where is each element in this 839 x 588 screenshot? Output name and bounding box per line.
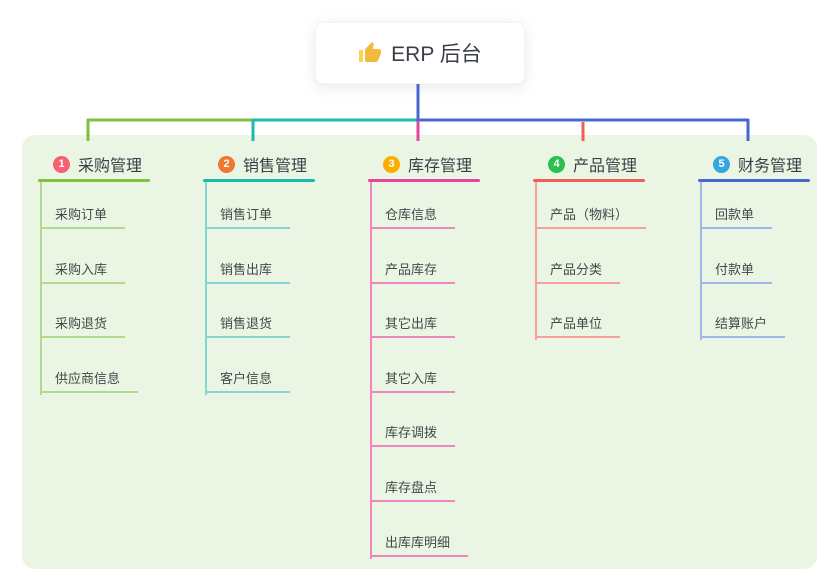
branch-underline bbox=[203, 179, 315, 182]
branch-child-connector bbox=[205, 182, 207, 395]
child-topic[interactable]: 其它出库 bbox=[370, 312, 456, 339]
branch-label: 销售管理 bbox=[243, 158, 308, 175]
child-topic[interactable]: 回款单 bbox=[700, 203, 773, 229]
child-topic[interactable]: 其它入库 bbox=[370, 367, 456, 393]
branch-number-badge: 1 bbox=[53, 155, 70, 173]
branch-child-connector bbox=[700, 182, 702, 341]
root-title: ERP 后台 bbox=[391, 43, 482, 66]
child-topic[interactable]: 采购订单 bbox=[40, 203, 126, 229]
branch-number-badge: 4 bbox=[548, 155, 565, 173]
branch-topic[interactable]: 2 销售管理 bbox=[218, 152, 307, 176]
branch-number-badge: 5 bbox=[713, 155, 730, 173]
child-topic[interactable]: 销售出库 bbox=[205, 258, 291, 284]
child-topic[interactable]: 销售订单 bbox=[205, 203, 291, 229]
child-topic[interactable]: 结算账户 bbox=[700, 312, 786, 339]
child-topic[interactable]: 库存盘点 bbox=[370, 476, 456, 502]
branch-panel bbox=[22, 135, 817, 569]
branch-child-connector bbox=[370, 182, 372, 559]
child-topic[interactable]: 采购入库 bbox=[40, 258, 126, 284]
child-topic[interactable]: 产品单位 bbox=[535, 312, 621, 339]
child-topic[interactable]: 产品分类 bbox=[535, 258, 621, 284]
branch-number-badge: 2 bbox=[218, 155, 235, 173]
branch-underline bbox=[38, 179, 150, 182]
child-topic[interactable]: 供应商信息 bbox=[40, 367, 139, 393]
branch-topic[interactable]: 4 产品管理 bbox=[548, 152, 637, 176]
branch-underline bbox=[698, 179, 810, 182]
child-topic[interactable]: 仓库信息 bbox=[370, 203, 456, 229]
child-topic[interactable]: 客户信息 bbox=[205, 367, 291, 393]
branch-underline bbox=[533, 179, 645, 182]
branch-number-badge: 3 bbox=[383, 155, 400, 173]
branch-underline bbox=[368, 179, 480, 182]
child-topic[interactable]: 库存调拨 bbox=[370, 421, 456, 448]
child-topic[interactable]: 采购退货 bbox=[40, 312, 126, 339]
branch-label: 财务管理 bbox=[738, 158, 803, 175]
branch-label: 产品管理 bbox=[573, 158, 638, 175]
branch-topic[interactable]: 5 财务管理 bbox=[713, 152, 802, 176]
branch-label: 库存管理 bbox=[408, 158, 473, 175]
child-topic[interactable]: 付款单 bbox=[700, 258, 773, 284]
branch-child-connector bbox=[535, 182, 537, 341]
branch-child-connector bbox=[40, 182, 42, 395]
thumbs-up-icon bbox=[358, 41, 382, 65]
branch-label: 采购管理 bbox=[78, 158, 143, 175]
child-topic[interactable]: 出库库明细 bbox=[370, 531, 469, 557]
branch-topic[interactable]: 3 库存管理 bbox=[383, 152, 472, 176]
child-topic[interactable]: 销售退货 bbox=[205, 312, 291, 339]
child-topic[interactable]: 产品（物料） bbox=[535, 203, 647, 229]
branch-topic[interactable]: 1 采购管理 bbox=[53, 152, 142, 176]
child-topic[interactable]: 产品库存 bbox=[370, 258, 456, 284]
root-topic[interactable]: ERP 后台 bbox=[315, 22, 525, 84]
